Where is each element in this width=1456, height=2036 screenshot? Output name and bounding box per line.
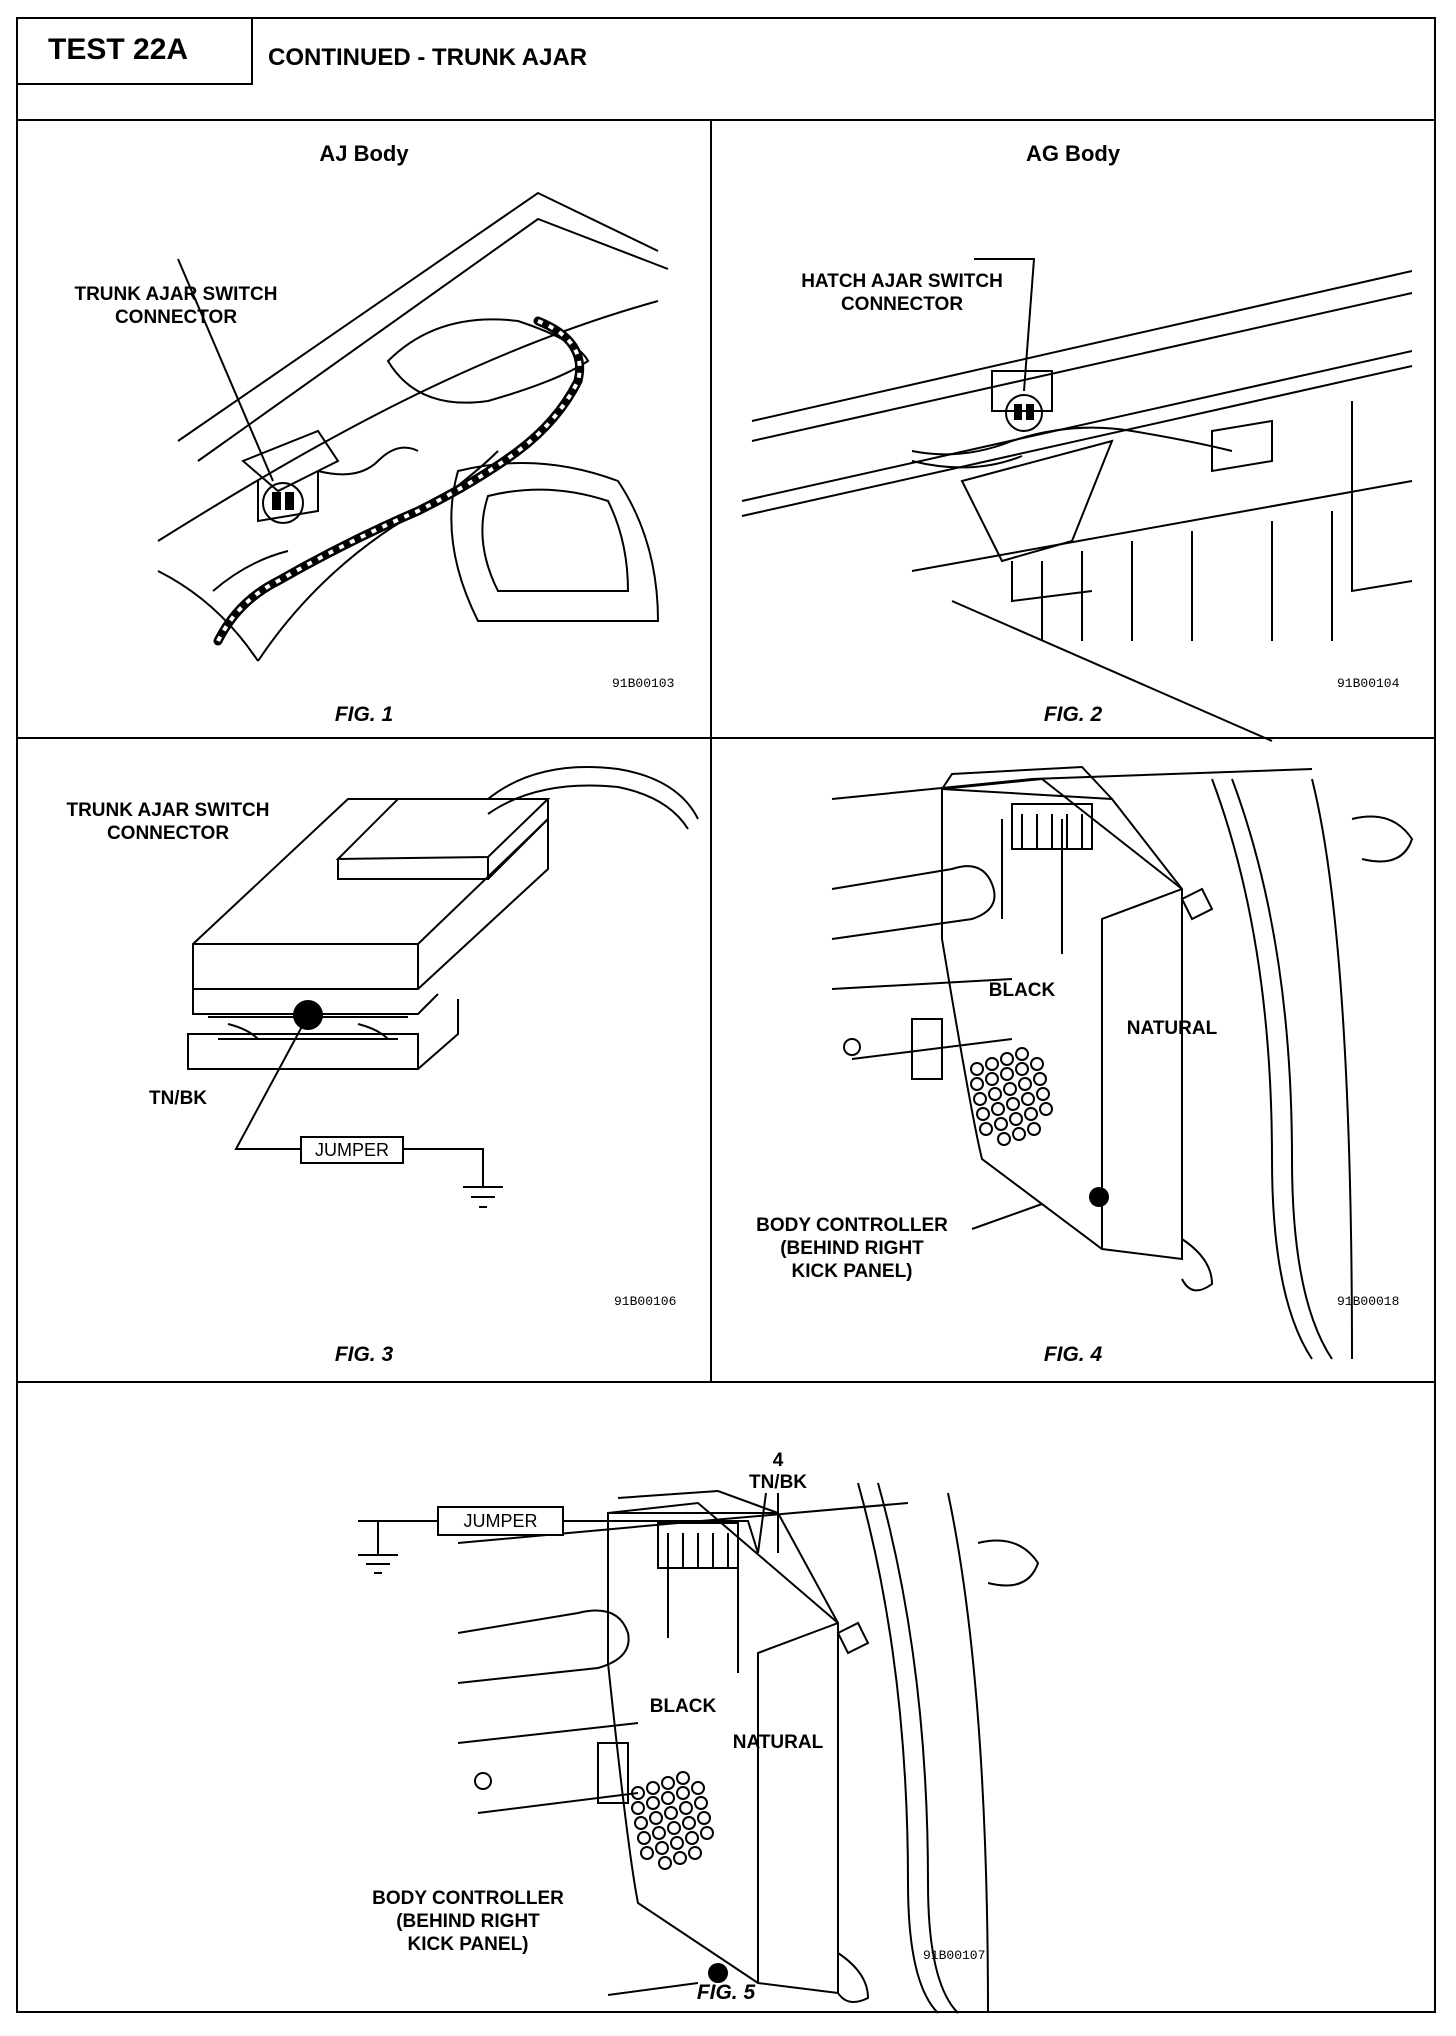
figure-5-controller-line1: BODY CONTROLLER	[372, 1888, 564, 1909]
figure-3-wire-label: TN/BK	[148, 1088, 208, 1109]
figure-1-caption: FIG. 1	[334, 703, 394, 726]
figure-1-panel: AJ Body	[18, 121, 710, 737]
page-title: CONTINUED - TRUNK AJAR	[268, 44, 588, 71]
figure-4-caption: FIG. 4	[1043, 1343, 1103, 1366]
figure-4-black-label: BLACK	[988, 980, 1056, 1001]
figure-5-panel: JUMPER 4 TN/BK BLACK NATURAL BODY CONTRO…	[18, 1383, 1434, 2014]
figure-5-code: 91B00107	[923, 1948, 986, 1963]
figure-4-panel: BLACK NATURAL BODY CONTROLLER (BEHIND RI…	[712, 739, 1434, 1381]
figure-3-code: 91B00106	[614, 1294, 677, 1309]
figure-1-label-line2: CONNECTOR	[114, 307, 238, 328]
figure-2-label-line2: CONNECTOR	[840, 294, 964, 315]
figure-2-illustration	[741, 258, 1413, 742]
figure-5-controller-line2: (BEHIND RIGHT	[396, 1911, 540, 1932]
figure-2-title: AG Body	[1025, 141, 1121, 166]
figure-4-controller-line3: KICK PANEL)	[791, 1261, 913, 1282]
figure-5-illustration	[358, 1482, 1040, 2014]
figure-4-controller-line1: BODY CONTROLLER	[756, 1215, 948, 1236]
figure-1-illustration	[157, 191, 669, 662]
figure-4-illustration	[831, 765, 1414, 1360]
figure-5-wire-label: TN/BK	[748, 1472, 808, 1493]
figure-2-label-line1: HATCH AJAR SWITCH	[801, 271, 1003, 292]
figure-4-controller-line2: (BEHIND RIGHT	[780, 1238, 924, 1259]
figure-5-black-label: BLACK	[649, 1696, 717, 1717]
figure-3-label-line1: TRUNK AJAR SWITCH	[66, 800, 270, 821]
figure-2-caption: FIG. 2	[1043, 703, 1103, 726]
figure-4-code: 91B00018	[1337, 1294, 1400, 1309]
figure-1-code: 91B00103	[612, 676, 675, 691]
document-page: TEST 22A CONTINUED - TRUNK AJAR AJ Body	[16, 17, 1436, 2014]
figure-3-jumper-label: JUMPER	[314, 1140, 389, 1160]
figure-1-title: AJ Body	[319, 141, 409, 166]
figure-2-code: 91B00104	[1337, 676, 1400, 691]
figure-3-label-line2: CONNECTOR	[106, 823, 230, 844]
figure-5-jumper-label: JUMPER	[463, 1511, 538, 1531]
figure-1-label-line1: TRUNK AJAR SWITCH	[74, 284, 278, 305]
header: TEST 22A CONTINUED - TRUNK AJAR	[18, 19, 1434, 121]
figure-5-controller-line3: KICK PANEL)	[407, 1934, 529, 1955]
divider-vertical	[710, 121, 712, 1383]
figure-4-natural-label: NATURAL	[1126, 1018, 1218, 1039]
figure-3-caption: FIG. 3	[334, 1343, 394, 1366]
figure-3-illustration	[187, 766, 699, 1208]
test-number: TEST 22A	[18, 19, 253, 85]
figure-3-panel: TRUNK AJAR SWITCH CONNECTOR TN/BK JUMPER…	[18, 739, 710, 1381]
divider-horizontal-1	[18, 737, 1434, 739]
divider-horizontal-2	[18, 1381, 1434, 1383]
figure-2-panel: AG Body HA	[712, 121, 1434, 742]
figure-5-pin-label: 4	[772, 1450, 784, 1471]
figure-5-caption: FIG. 5	[696, 1981, 756, 2004]
figure-5-natural-label: NATURAL	[732, 1732, 824, 1753]
